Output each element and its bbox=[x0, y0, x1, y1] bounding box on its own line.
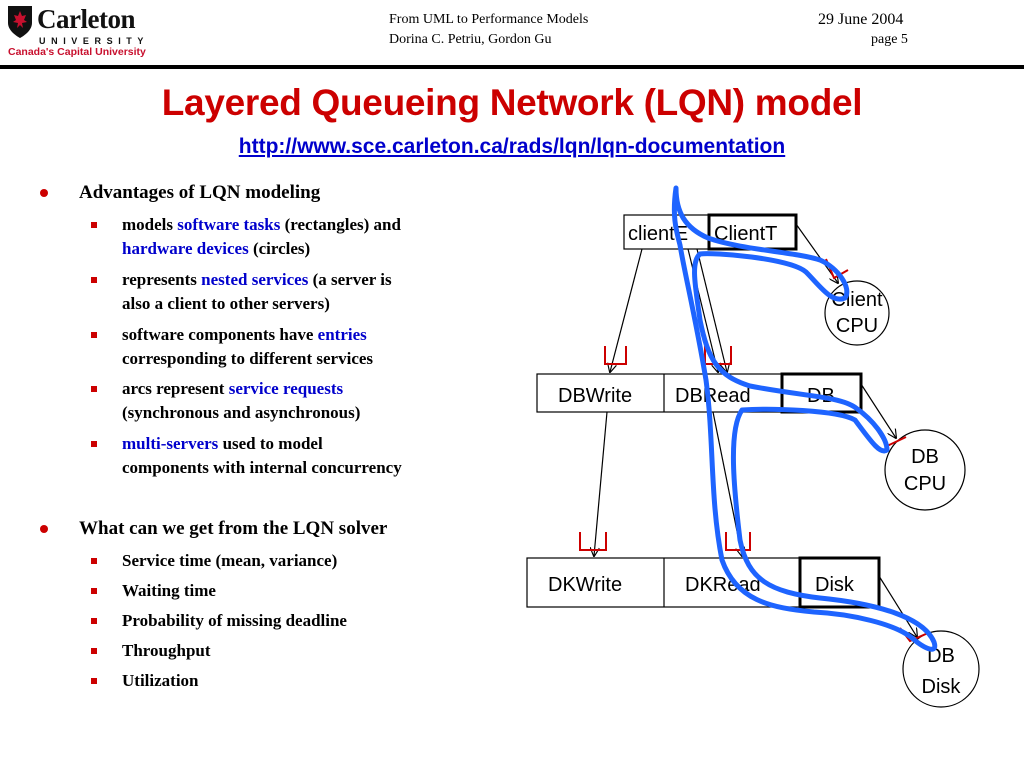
logo-wordmark: Carleton bbox=[37, 4, 135, 34]
highlight: multi-servers bbox=[122, 434, 219, 453]
highlight: nested services bbox=[201, 270, 309, 289]
documentation-link[interactable]: http://www.sce.carleton.ca/rads/lqn/lqn-… bbox=[238, 135, 786, 158]
sub-bullet-square bbox=[91, 386, 97, 392]
text: (a server is bbox=[308, 270, 392, 289]
db-read-entry: DBRead bbox=[675, 385, 751, 407]
sub-bullet-text: Utilization bbox=[122, 671, 199, 690]
sub-bullet-text: Waiting time bbox=[122, 581, 216, 600]
header-rule bbox=[0, 65, 1024, 69]
db-cpu-label-1: DB bbox=[911, 446, 939, 468]
text: used to model bbox=[218, 434, 323, 453]
multiplicity-marker bbox=[579, 532, 607, 551]
sub-bullet-text: Probability of missing deadline bbox=[122, 611, 347, 630]
logo-tagline: Canada's Capital University bbox=[8, 46, 146, 58]
request-arrow bbox=[696, 248, 727, 372]
header-course: From UML to Performance Models bbox=[389, 12, 589, 27]
logo-subline: UNIVERSITY bbox=[39, 36, 150, 46]
request-arrow bbox=[594, 411, 608, 556]
db-disk-label-2: Disk bbox=[922, 676, 962, 698]
slide-title: Layered Queueing Network (LQN) model bbox=[161, 82, 863, 123]
text: software components have bbox=[122, 325, 318, 344]
sub-bullet-text: models software tasks (rectangles) and h… bbox=[122, 213, 401, 261]
sub-bullet-square bbox=[91, 678, 97, 684]
db-cpu-circle bbox=[884, 429, 966, 511]
text: (rectangles) and bbox=[280, 215, 401, 234]
section-heading: What can we get from the LQN solver bbox=[79, 518, 388, 539]
client-task-label: ClientT bbox=[714, 223, 777, 245]
highlight: service requests bbox=[228, 379, 344, 398]
sub-bullet-text: multi-servers used to model components w… bbox=[122, 432, 402, 480]
disk-task-label-box bbox=[798, 556, 881, 609]
text: (synchronous and asynchronous) bbox=[122, 403, 361, 422]
sub-bullet-square bbox=[91, 332, 97, 338]
client-cpu-label-2: CPU bbox=[836, 315, 878, 337]
text: (circles) bbox=[248, 239, 311, 258]
sub-bullet-square bbox=[91, 441, 97, 447]
sub-bullet-square bbox=[91, 618, 97, 624]
db-cpu-label-2: CPU bbox=[904, 473, 946, 495]
text: represents bbox=[122, 270, 202, 289]
multiplicity-marker bbox=[604, 346, 627, 365]
text: corresponding to different services bbox=[122, 349, 374, 368]
bullet-dot bbox=[40, 525, 48, 533]
disk-write-entry: DKWrite bbox=[548, 574, 622, 596]
header-authors: Dorina C. Petriu, Gordon Gu bbox=[389, 32, 552, 47]
carleton-logo: Carleton UNIVERSITY Canada's Capital Uni… bbox=[5, 4, 165, 62]
multiplicity-marker bbox=[725, 532, 751, 551]
shield-icon bbox=[8, 6, 32, 38]
text: components with internal concurrency bbox=[122, 458, 402, 477]
section-heading: Advantages of LQN modeling bbox=[79, 182, 321, 203]
header-date: 29 June 2004 bbox=[818, 11, 904, 28]
bullet-dot bbox=[40, 189, 48, 197]
text: arcs represent bbox=[122, 379, 229, 398]
sub-bullet-text: arcs represent service requests (synchro… bbox=[122, 377, 360, 425]
execution-path bbox=[671, 185, 938, 652]
header-page-number: page 5 bbox=[871, 32, 908, 47]
sub-bullet-text: represents nested services (a server is … bbox=[122, 268, 392, 316]
highlight: hardware devices bbox=[122, 239, 249, 258]
db-disk-circle bbox=[902, 630, 980, 708]
sub-bullet-square bbox=[91, 222, 97, 228]
sub-bullet-text: Service time (mean, variance) bbox=[122, 551, 338, 570]
text: models bbox=[122, 215, 178, 234]
highlight: entries bbox=[317, 325, 367, 344]
sub-bullet-text: Throughput bbox=[122, 641, 211, 660]
execution-path-stroke bbox=[671, 185, 938, 652]
sub-bullet-square bbox=[91, 558, 97, 564]
db-write-entry: DBWrite bbox=[558, 385, 632, 407]
client-entry-label: clientE bbox=[628, 223, 688, 245]
sub-bullet-square bbox=[91, 277, 97, 283]
highlight: software tasks bbox=[177, 215, 281, 234]
processor-arrow bbox=[860, 383, 896, 438]
processor-arrow bbox=[878, 575, 917, 637]
request-arrow bbox=[610, 248, 643, 372]
sub-bullet-square bbox=[91, 648, 97, 654]
sub-bullet-text: software components have entries corresp… bbox=[122, 323, 373, 371]
text: also a client to other servers) bbox=[122, 294, 330, 313]
disk-task-label: Disk bbox=[815, 574, 855, 596]
sub-bullet-square bbox=[91, 588, 97, 594]
